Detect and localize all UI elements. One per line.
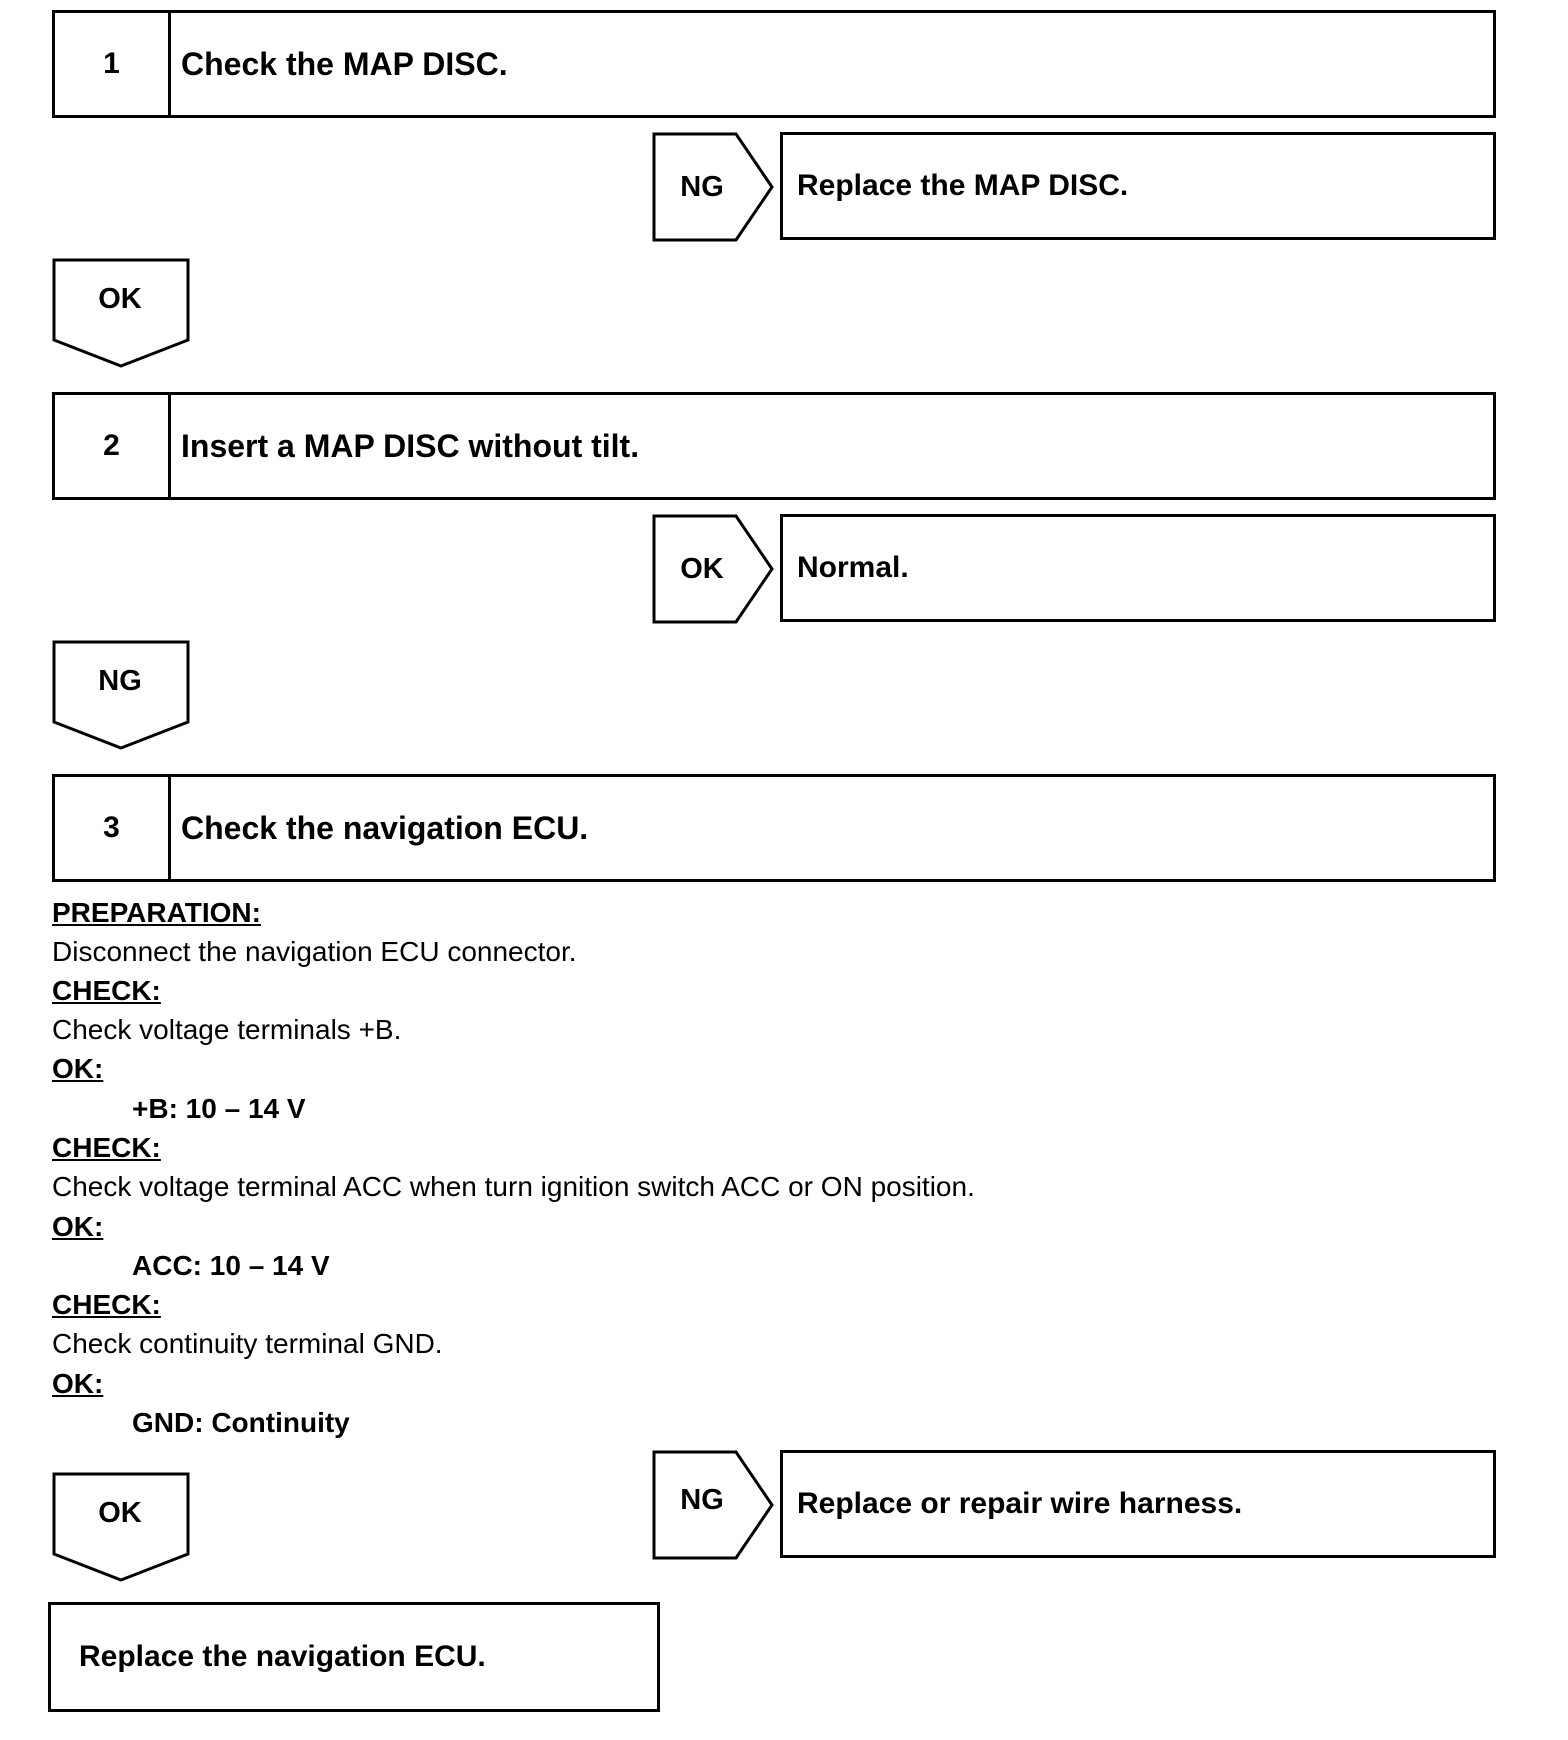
step-1-title: Check the MAP DISC. bbox=[181, 45, 508, 82]
step-3-ng-arrow: NG bbox=[652, 1450, 774, 1560]
step-1-box: 1 Check the MAP DISC. bbox=[52, 10, 1496, 118]
step-2-ok-result: Normal. bbox=[780, 514, 1496, 622]
preparation-text: Disconnect the navigation ECU connector. bbox=[52, 936, 577, 967]
step-2-ng-arrow: NG bbox=[52, 640, 192, 752]
step-1-ok-arrow: OK bbox=[52, 258, 192, 370]
step-1-ng-arrow: NG bbox=[652, 132, 774, 242]
ok-2-header: OK: bbox=[52, 1211, 104, 1242]
ok-3-header: OK: bbox=[52, 1368, 104, 1399]
ok-1-header: OK: bbox=[52, 1053, 104, 1084]
check-2-text: Check voltage terminal ACC when turn ign… bbox=[52, 1171, 975, 1202]
step-2-number: 2 bbox=[55, 395, 171, 497]
check-3-header: CHECK: bbox=[52, 1289, 161, 1320]
step-1-ng-label: NG bbox=[680, 170, 724, 203]
ok-3-value: GND: Continuity bbox=[132, 1407, 350, 1438]
check-3-text: Check continuity terminal GND. bbox=[52, 1328, 443, 1359]
step-2-ok-label: OK bbox=[680, 552, 724, 585]
step-2-ng-label: NG bbox=[98, 664, 142, 697]
step-3-ok-arrow: OK bbox=[52, 1472, 192, 1584]
ok-1-value: +B: 10 – 14 V bbox=[132, 1093, 306, 1124]
check-1-text: Check voltage terminals +B. bbox=[52, 1014, 402, 1045]
step-2-ok-arrow: OK bbox=[652, 514, 774, 624]
step-2-title: Insert a MAP DISC without tilt. bbox=[181, 427, 640, 464]
step-3-title: Check the navigation ECU. bbox=[181, 809, 589, 846]
final-action-box: Replace the navigation ECU. bbox=[48, 1602, 660, 1712]
step-3-number: 3 bbox=[55, 777, 171, 879]
step-1-ok-label: OK bbox=[98, 282, 142, 315]
ok-2-value: ACC: 10 – 14 V bbox=[132, 1250, 330, 1281]
step-3-ng-label: NG bbox=[680, 1483, 724, 1516]
step-3-box: 3 Check the navigation ECU. bbox=[52, 774, 1496, 882]
step-1-number: 1 bbox=[55, 13, 171, 115]
check-2-header: CHECK: bbox=[52, 1132, 161, 1163]
check-1-header: CHECK: bbox=[52, 975, 161, 1006]
step-3-ok-label: OK bbox=[98, 1496, 142, 1529]
step-2-box: 2 Insert a MAP DISC without tilt. bbox=[52, 392, 1496, 500]
step-1-ng-result: Replace the MAP DISC. bbox=[780, 132, 1496, 240]
step-3-ng-result: Replace or repair wire harness. bbox=[780, 1450, 1496, 1558]
preparation-header: PREPARATION: bbox=[52, 897, 261, 928]
